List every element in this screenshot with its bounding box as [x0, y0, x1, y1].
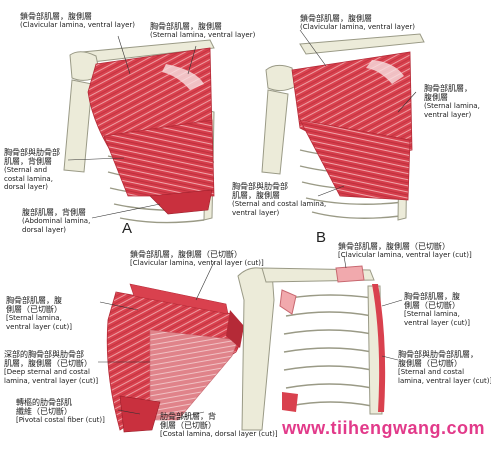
- label-b-r-en2: ventral layer): [424, 110, 472, 119]
- label-b-tl-zh: 胸骨部肌層，腹側層: [150, 22, 222, 31]
- panel-letter-b: B: [316, 229, 327, 246]
- panel-b-figure: [261, 33, 425, 221]
- label-c-l1-en: [Sternal lamina,: [6, 314, 62, 322]
- label-leader-lines: [67, 29, 417, 419]
- label-c-sternal-cut: 胸骨部肌層，腹 側層（已切斷） [Sternal lamina, ventral…: [6, 296, 72, 331]
- label-a-sc-en3: dorsal layer): [4, 183, 49, 191]
- label-b-sc-zh: 胸骨部與肋骨部: [232, 182, 288, 191]
- label-d-r1-zh2: 側層（已切斷）: [404, 301, 460, 310]
- label-d-top-zh: 鎖骨部肌層，腹側層（已切斷）: [338, 242, 450, 251]
- label-a-abd-en2: dorsal layer): [22, 225, 67, 234]
- label-c-l2-en2: lamina, ventral layer (cut)]: [4, 376, 99, 385]
- label-c-top-en: [Clavicular lamina, ventral layer (cut)]: [130, 259, 264, 267]
- label-b-sternal-costal-ventral: 胸骨部與肋骨部 肌層，腹側層 (Sternal and costal lamin…: [232, 182, 326, 217]
- label-d-sternal-costal-cut: 胸骨部與肋骨部肌層， 腹側層（已切斷） [Sternal and costal …: [398, 350, 491, 385]
- label-b-r-zh2: 腹側層: [424, 93, 448, 102]
- label-b-tr-zh: 鎖骨部肌層，腹側層: [300, 14, 372, 23]
- label-c-l1-zh2: 側層（已切斷）: [6, 305, 62, 314]
- panel-c-figure: [106, 283, 244, 433]
- label-c-l2-zh2: 肌層，腹側層（已切斷）: [4, 359, 92, 368]
- label-c-l1-zh: 胸骨部肌層，腹: [6, 296, 62, 305]
- label-b-sc-en2: ventral layer): [232, 208, 280, 217]
- label-b-sternal-ventral: 胸骨部肌層，腹側層 (Sternal lamina, ventral layer…: [150, 22, 255, 40]
- label-a-abd-zh: 腹部肌層，背側層: [22, 208, 86, 217]
- label-c-b-zh: 肋骨部肌層，背: [160, 412, 216, 421]
- label-d-r1-en: [Sternal lamina,: [404, 310, 460, 318]
- panel-d-figure: [237, 265, 386, 431]
- label-a-abdominal-dorsal: 腹部肌層，背側層 (Abdominal lamina, dorsal layer…: [22, 208, 90, 234]
- label-c-l3-zh: 轉樞的肋骨部肌: [16, 398, 72, 407]
- label-d-r1-zh: 胸骨部肌層，腹: [404, 292, 460, 301]
- label-a-clavicular-ventral: 鎖骨部肌層，腹側層 (Clavicular lamina, ventral la…: [20, 12, 135, 30]
- label-c-pivotal-costal-cut: 轉樞的肋骨部肌 纖維（已切斷） [Pivotal costal fiber (c…: [16, 398, 105, 425]
- label-a-sternal-costal-dorsal: 胸骨部與肋骨部 肌層，背側層 (Sternal and costal lamin…: [4, 148, 60, 192]
- label-d-r2-zh: 胸骨部與肋骨部肌層，: [398, 350, 478, 359]
- label-c-l1-en2: ventral layer (cut)]: [6, 322, 72, 331]
- label-d-clavicular-cut: 鎖骨部肌層，腹側層（已切斷） [Clavicular lamina, ventr…: [338, 242, 472, 260]
- label-a-top-zh: 鎖骨部肌層，腹側層: [20, 12, 92, 21]
- label-d-r1-en2: ventral layer (cut)]: [404, 318, 470, 327]
- label-b-sternal-ventral-right: 胸骨部肌層， 腹側層 (Sternal lamina, ventral laye…: [424, 84, 480, 119]
- label-c-l2-zh: 深部的胸骨部與肋骨部: [4, 350, 84, 359]
- label-d-r2-en: [Sternal and costal: [398, 368, 465, 376]
- label-b-tr-en: (Clavicular lamina, ventral layer): [300, 23, 415, 31]
- label-d-top-en: [Clavicular lamina, ventral layer (cut)]: [338, 251, 472, 259]
- label-b-r-zh: 胸骨部肌層，: [424, 84, 472, 93]
- label-d-r2-zh2: 腹側層（已切斷）: [398, 359, 462, 368]
- label-b-r-en: (Sternal lamina,: [424, 102, 480, 110]
- label-b-sc-en: (Sternal and costal lamina,: [232, 200, 327, 208]
- label-d-sternal-cut: 胸骨部肌層，腹 側層（已切斷） [Sternal lamina, ventral…: [404, 292, 470, 327]
- label-a-sc-en: (Sternal and: [4, 166, 48, 174]
- label-b-clavicular-ventral: 鎖骨部肌層，腹側層 (Clavicular lamina, ventral la…: [300, 14, 415, 32]
- label-c-l3-en: [Pivotal costal fiber (cut)]: [16, 416, 105, 424]
- label-a-sc-zh2: 肌層，背側層: [4, 157, 52, 166]
- label-c-b-en: [Costal lamina, dorsal layer (cut)]: [160, 430, 278, 438]
- label-c-l2-en: [Deep sternal and costal: [4, 368, 90, 376]
- label-b-sc-zh2: 肌層，腹側層: [232, 191, 280, 200]
- label-b-tl-en: (Sternal lamina, ventral layer): [150, 31, 256, 39]
- panel-letter-a: A: [122, 220, 133, 237]
- label-c-l3-zh2: 纖維（已切斷）: [16, 407, 72, 416]
- label-c-clavicular-cut: 鎖骨部肌層，腹側層（已切斷） [Clavicular lamina, ventr…: [130, 250, 264, 268]
- label-c-deep-sternal-costal-cut: 深部的胸骨部與肋骨部 肌層，腹側層（已切斷） [Deep sternal and…: [4, 350, 98, 385]
- label-a-sc-zh: 胸骨部與肋骨部: [4, 148, 60, 157]
- panel-a-figure: [63, 39, 215, 224]
- label-d-r2-en2: lamina, ventral layer (cut)]: [398, 376, 491, 385]
- label-c-b-zh2: 側層（已切斷）: [160, 421, 216, 430]
- label-a-abd-en: (Abdominal lamina,: [22, 217, 91, 225]
- label-a-sc-en2: costal lamina,: [4, 174, 53, 183]
- label-c-top-zh: 鎖骨部肌層，腹側層（已切斷）: [130, 250, 242, 259]
- label-c-costal-dorsal-cut: 肋骨部肌層，背 側層（已切斷） [Costal lamina, dorsal l…: [160, 412, 278, 439]
- label-a-top-en: (Clavicular lamina, ventral layer): [20, 21, 135, 29]
- watermark-text: www.tiihengwang.com: [282, 418, 485, 438]
